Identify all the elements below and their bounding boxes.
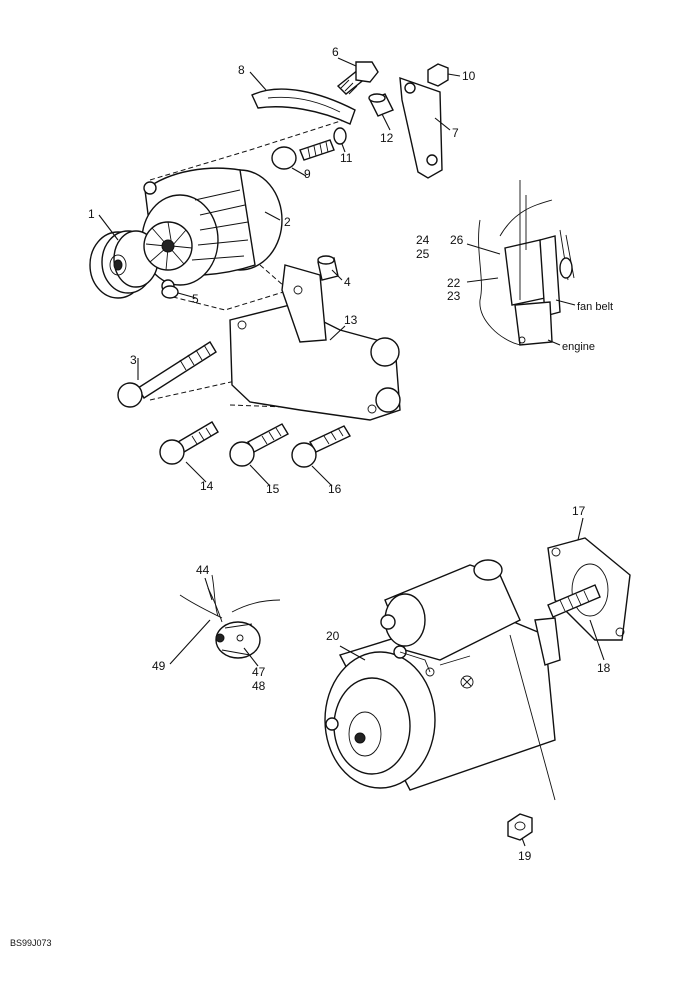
- callout-19: 19: [518, 849, 532, 863]
- fan-belt-label: fan belt: [577, 301, 613, 313]
- callout-16: 16: [328, 482, 342, 496]
- callout-22: 22: [447, 276, 461, 290]
- callout-17: 17: [572, 504, 586, 518]
- callout-1: 1: [88, 207, 95, 221]
- callout-13: 13: [344, 313, 358, 327]
- callout-5: 5: [192, 292, 199, 306]
- stud-18: [547, 584, 601, 618]
- long-bolt-3: [117, 341, 217, 408]
- callout-3: 3: [130, 353, 137, 367]
- inset-view: [466, 180, 576, 346]
- callout-14: 14: [200, 479, 214, 493]
- callout-25: 25: [416, 247, 430, 261]
- solenoid-wiring-detail: [179, 574, 281, 659]
- bolt-6: [336, 61, 379, 95]
- callout-15: 15: [266, 482, 280, 496]
- cooling-fan: [143, 221, 193, 271]
- callout-49: 49: [152, 659, 166, 673]
- callout-2: 2: [284, 215, 291, 229]
- callout-20: 20: [326, 629, 340, 643]
- callout-9: 9: [304, 167, 311, 181]
- callout-10: 10: [462, 69, 476, 83]
- bolt-9: [271, 139, 335, 170]
- bolt-14: [159, 421, 219, 465]
- callout-11: 11: [340, 151, 353, 165]
- spacer-12: [368, 93, 394, 117]
- callout-47: 47: [252, 665, 266, 679]
- callout-44: 44: [196, 563, 210, 577]
- sleeve-4: [317, 255, 339, 281]
- nut-10: [427, 63, 449, 87]
- callout-26: 26: [450, 233, 464, 247]
- bolt-15: [229, 423, 289, 467]
- callout-8: 8: [238, 63, 245, 77]
- bolt-16: [291, 425, 351, 468]
- callout-numbers: 1 2 3 4 5 6 7 8 9 10 11 12 13 14 15 16 1…: [88, 45, 611, 863]
- callout-23: 23: [447, 289, 461, 303]
- leader-lines: [98, 57, 605, 847]
- callout-48: 48: [252, 679, 266, 693]
- starter-motor-assembly: [324, 537, 631, 841]
- reference-code: BS99J073: [10, 938, 52, 948]
- washer-11: [333, 127, 347, 145]
- washer-5: [161, 285, 179, 299]
- callout-18: 18: [597, 661, 611, 675]
- alternator-assembly: [89, 61, 449, 468]
- callout-12: 12: [380, 131, 394, 145]
- callout-7: 7: [452, 126, 459, 140]
- engine-label: engine: [562, 341, 595, 353]
- callout-4: 4: [344, 275, 351, 289]
- bracket-7: [399, 76, 443, 179]
- callout-24: 24: [416, 233, 430, 247]
- nut-19: [507, 813, 533, 841]
- callout-6: 6: [332, 45, 339, 59]
- adjusting-arm: [251, 88, 356, 125]
